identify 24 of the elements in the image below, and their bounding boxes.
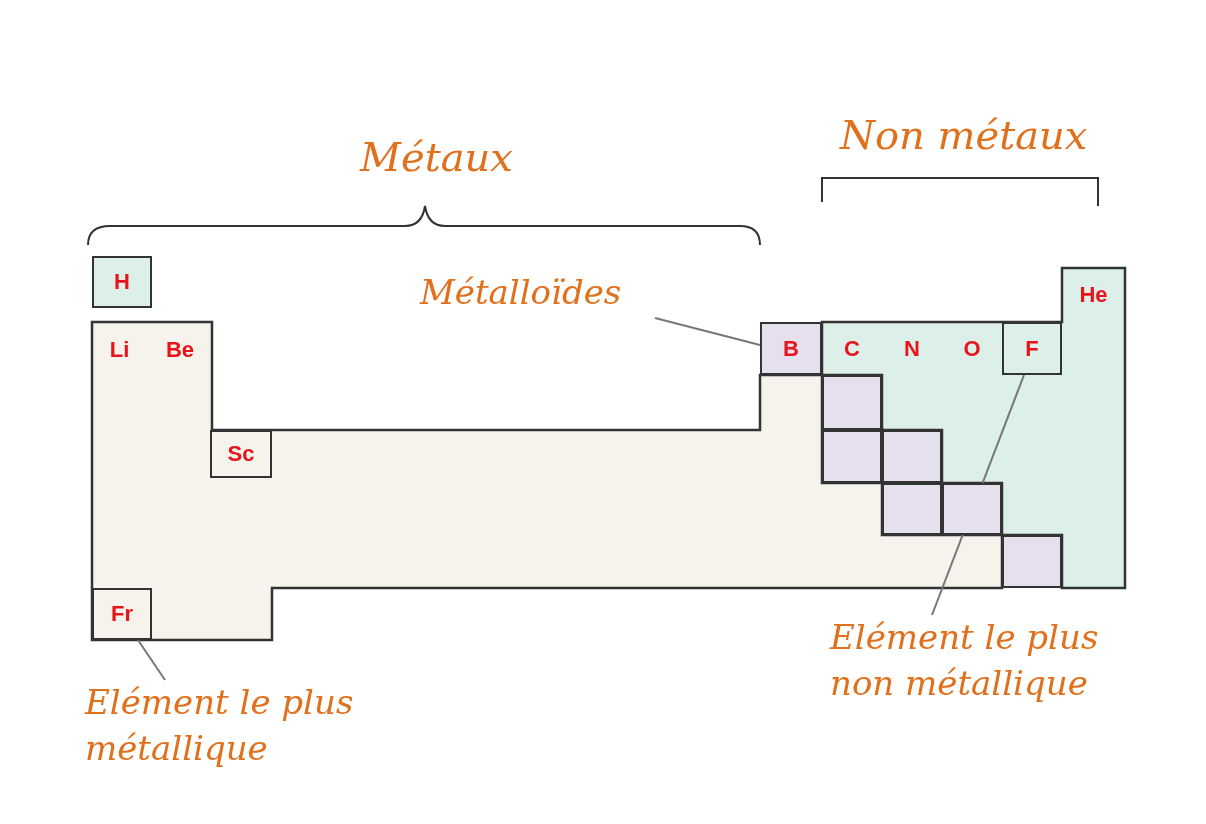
element-cell	[882, 430, 942, 483]
element-cell: B	[760, 322, 822, 375]
element-symbol: He	[1062, 270, 1125, 320]
element-symbol: O	[942, 322, 1002, 375]
element-cell	[942, 483, 1002, 535]
element-symbol: C	[822, 322, 882, 375]
callout-text: Elément le plus métallique	[85, 680, 415, 820]
element-cell	[822, 375, 882, 430]
element-cell: F	[1002, 322, 1062, 375]
leader-line	[654, 317, 761, 346]
group-heading: Non métaux	[840, 111, 1088, 160]
element-cell: Sc	[210, 430, 272, 478]
element-symbol: N	[882, 322, 942, 375]
element-cell	[1002, 535, 1062, 588]
callout-text: Métalloïdes	[420, 270, 655, 332]
element-cell	[882, 483, 942, 535]
callout-text: Elément le plus non métallique	[830, 615, 1150, 765]
element-symbol: Li	[92, 325, 147, 375]
group-heading: Métaux	[360, 133, 513, 182]
element-cell	[822, 430, 882, 483]
element-symbol: Be	[150, 325, 210, 375]
leader-line	[137, 639, 166, 681]
element-cell: H	[92, 256, 152, 308]
element-cell: Fr	[92, 588, 152, 640]
